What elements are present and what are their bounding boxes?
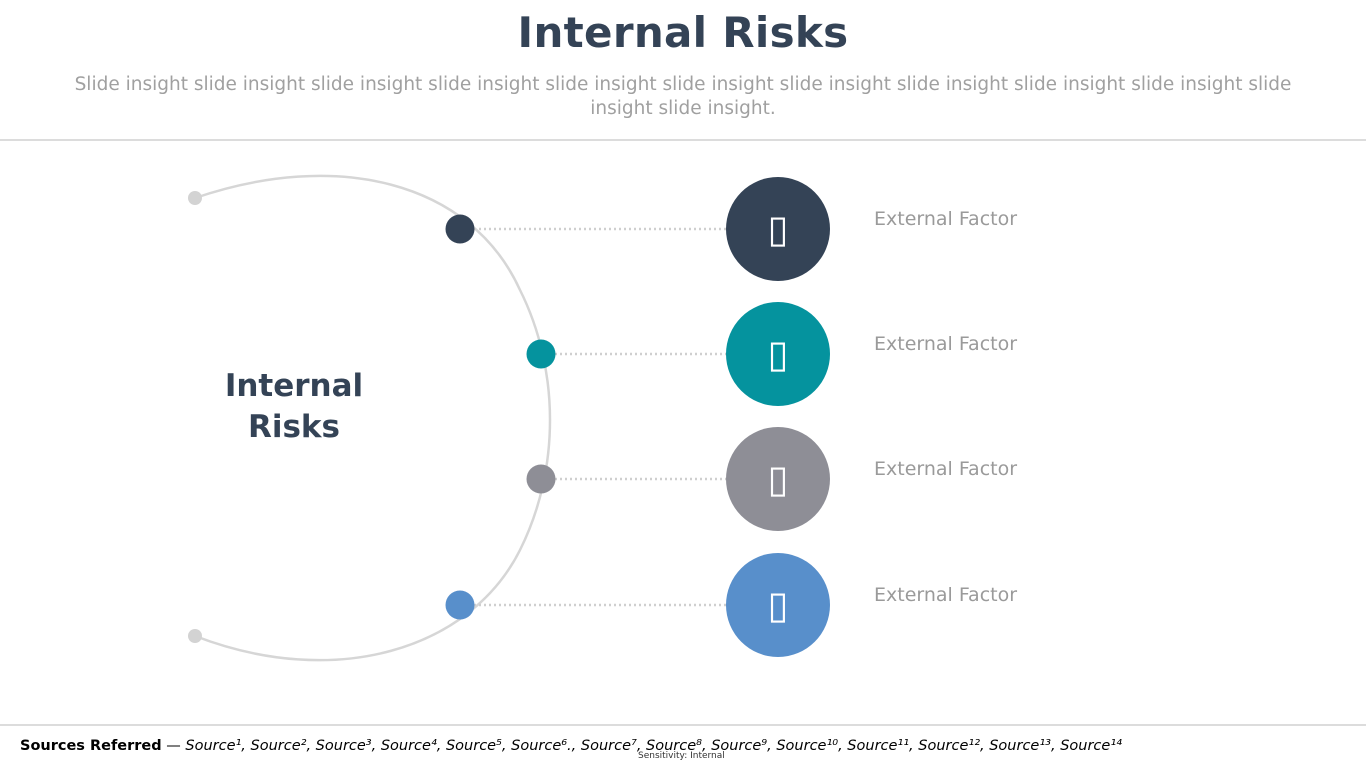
slide-subtitle: Slide insight slide insight slide insigh… <box>74 74 1292 119</box>
factor-label: External Factor <box>874 458 1018 480</box>
arc-node-dot <box>526 464 556 494</box>
header-divider <box>0 139 1366 141</box>
slide-title: Internal Risks <box>517 8 849 57</box>
factor-circle <box>726 427 830 531</box>
factor-label: External Factor <box>874 333 1018 355</box>
arc-node-dot <box>526 339 556 369</box>
factor-circle <box>726 553 830 657</box>
factor-label: External Factor <box>874 584 1018 606</box>
image-placeholder-icon: ▯ <box>767 332 789 376</box>
sensitivity-label: Sensitivity: Internal <box>638 751 725 761</box>
factor-circle <box>726 177 830 281</box>
internal-risks-arc <box>194 174 552 662</box>
factor-circle <box>726 302 830 406</box>
arc-node-dot <box>445 590 475 620</box>
sources-dash: — <box>161 738 186 754</box>
image-placeholder-icon: ▯ <box>767 457 789 501</box>
image-placeholder-icon: ▯ <box>767 583 789 627</box>
factor-label: External Factor <box>874 208 1018 230</box>
center-label: Internal Risks <box>224 368 364 445</box>
footer-divider <box>0 724 1366 726</box>
sources-referred: Sources Referred — Source¹, Source², Sou… <box>20 738 1122 754</box>
arc-end-dot <box>188 629 202 643</box>
sources-list: Source¹, Source², Source³, Source⁴, Sour… <box>185 738 1122 754</box>
sources-lead: Sources Referred <box>20 738 162 754</box>
arc-node-dot <box>445 214 475 244</box>
arc-start-dot <box>188 191 202 205</box>
image-placeholder-icon: ▯ <box>767 207 789 251</box>
